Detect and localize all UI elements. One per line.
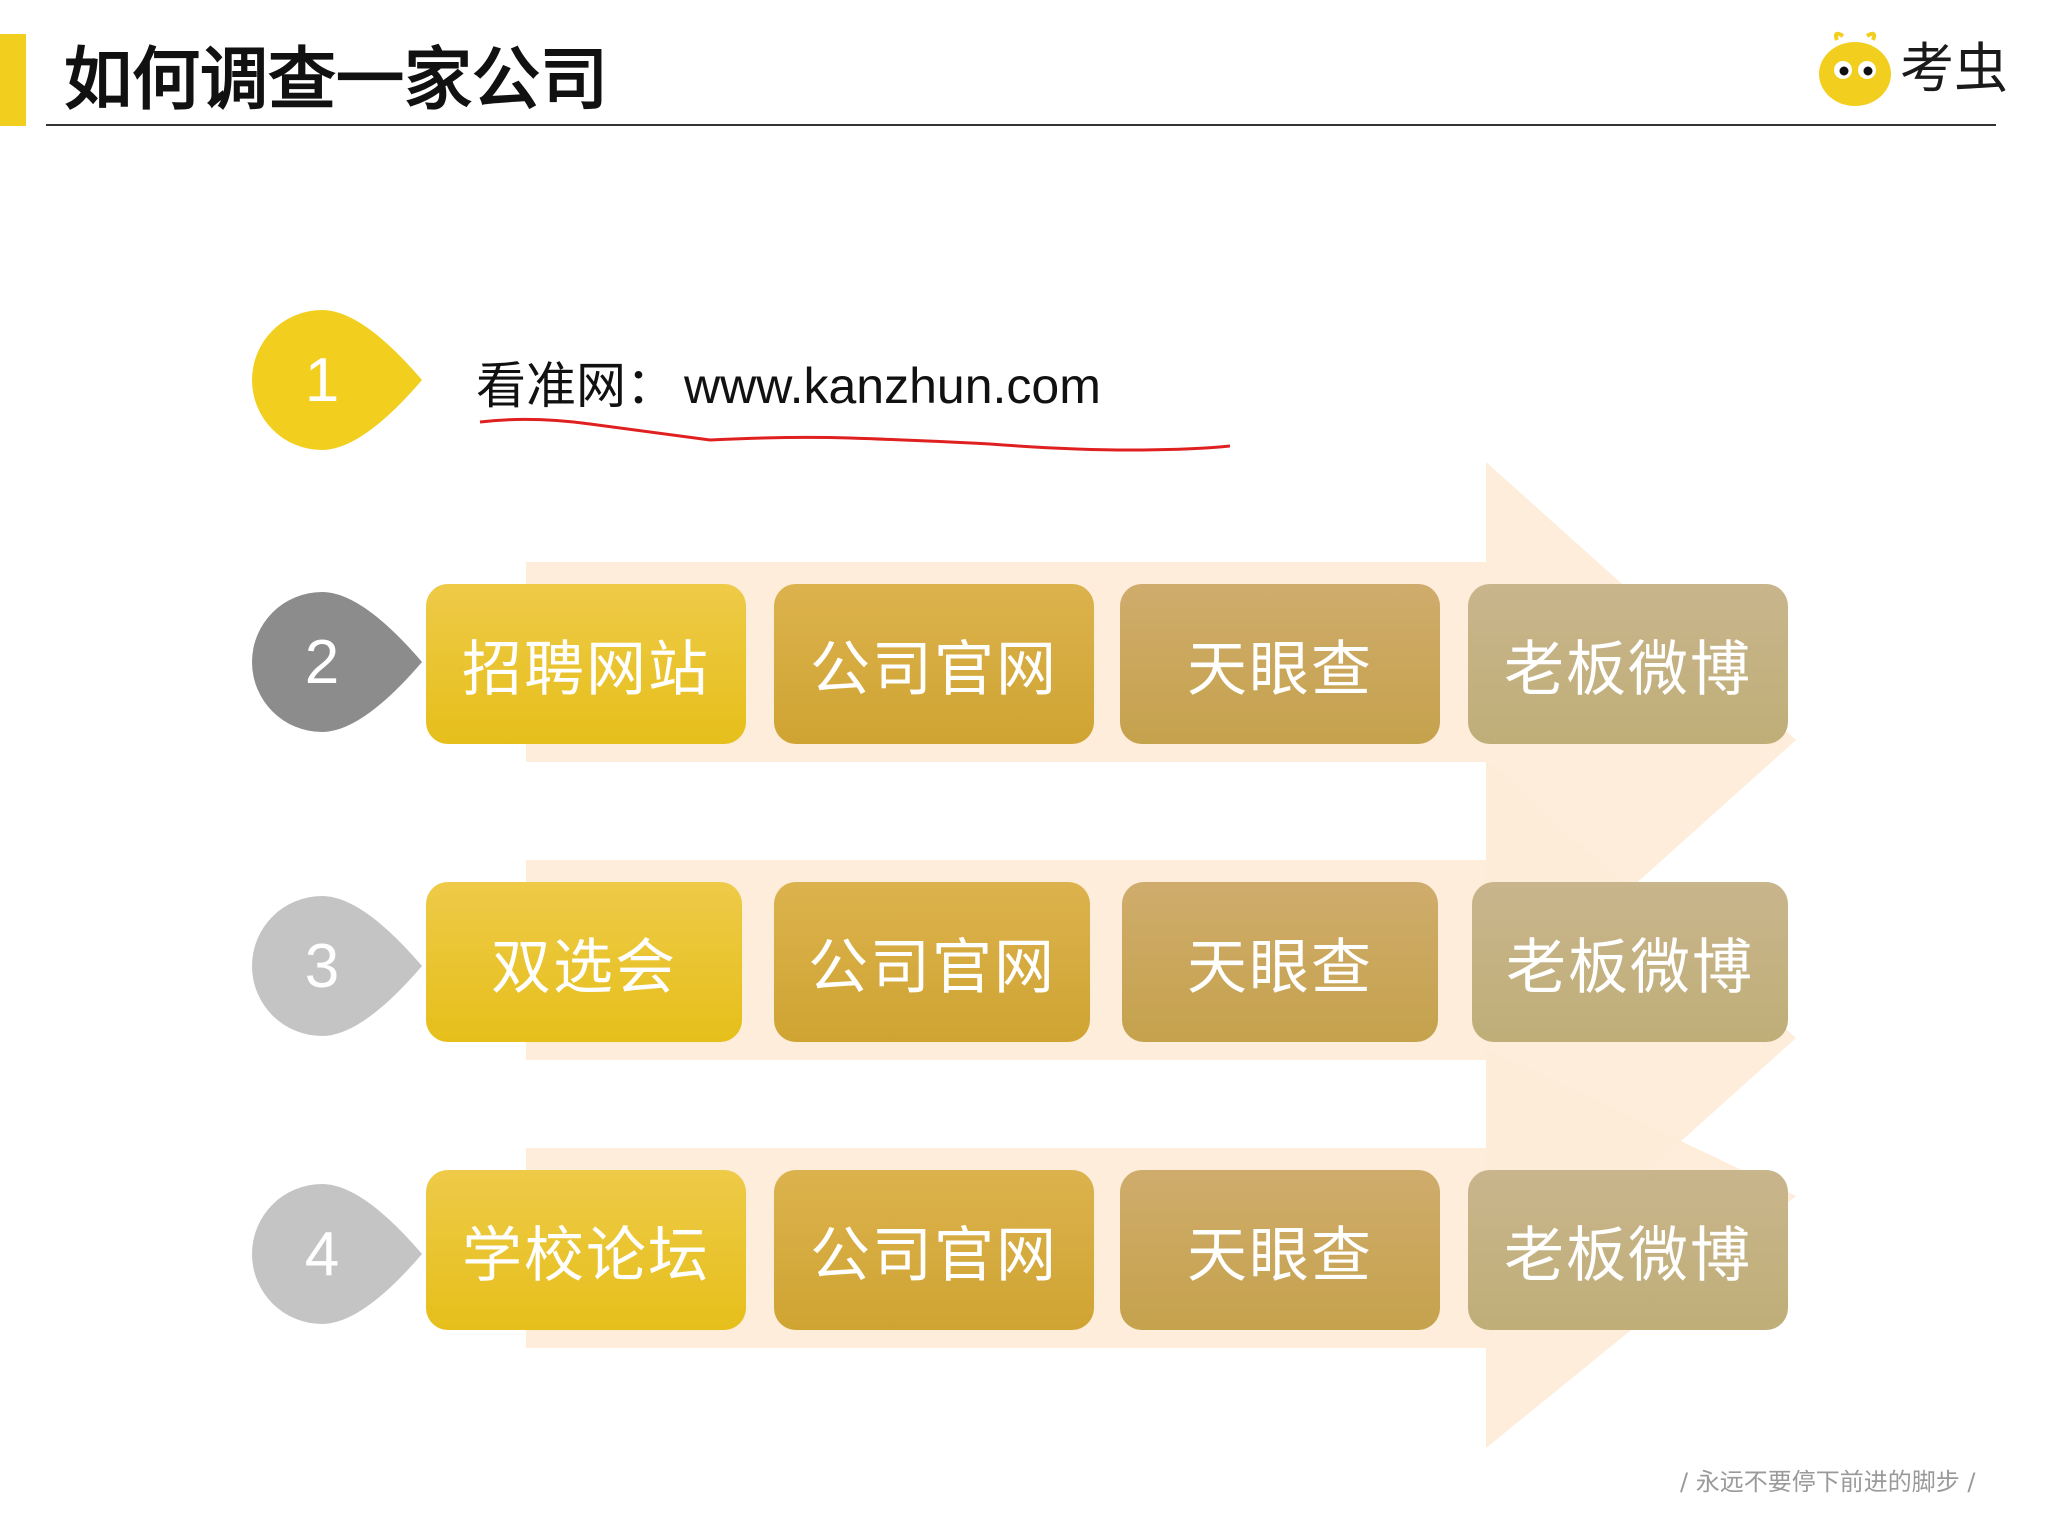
step-3-marker: 3	[252, 896, 424, 1036]
page-title: 如何调查一家公司	[64, 41, 609, 120]
title-divider	[46, 124, 1996, 126]
step-4-number: 4	[304, 1219, 340, 1289]
step-1-text: 看准网：www.kanzhun.com	[476, 356, 1101, 416]
step-4-item-4: 老板微博	[1468, 1170, 1788, 1330]
step-4-item-2: 公司官网	[774, 1170, 1094, 1330]
step-1-label: 看准网：	[476, 357, 676, 415]
step-3-item-2: 公司官网	[774, 882, 1090, 1042]
accent-bar	[0, 34, 26, 126]
step-4-marker: 4	[252, 1184, 424, 1324]
kaochong-logo-icon	[1819, 31, 1891, 106]
step-3-item-3: 天眼查	[1122, 882, 1438, 1042]
step-2-item-1: 招聘网站	[426, 584, 746, 744]
step-2-item-3: 天眼查	[1120, 584, 1440, 744]
step-2-item-4: 老板微博	[1468, 584, 1788, 744]
step-4-item-3: 天眼查	[1120, 1170, 1440, 1330]
step-marker-shape	[252, 896, 422, 1036]
step-1-url[interactable]: www.kanzhun.com	[684, 358, 1101, 414]
step-marker-shape	[252, 592, 422, 732]
step-1-number: 1	[304, 345, 340, 415]
step-marker-shape	[252, 310, 422, 450]
step-3-item-4: 老板微博	[1472, 882, 1788, 1042]
step-4-item-1: 学校论坛	[426, 1170, 746, 1330]
step-2-marker: 2	[252, 592, 424, 732]
footer-slogan: / 永远不要停下前进的脚步 /	[1680, 1468, 1976, 1496]
step-marker-shape	[252, 1184, 422, 1324]
logo-text: 考虫	[1900, 37, 2008, 100]
step-2-item-2: 公司官网	[774, 584, 1094, 744]
handwritten-underline	[479, 417, 1230, 452]
step-3-number: 3	[304, 931, 340, 1001]
step-1-marker: 1	[252, 310, 424, 450]
step-3-item-1: 双选会	[426, 882, 742, 1042]
step-2-number: 2	[304, 627, 340, 697]
